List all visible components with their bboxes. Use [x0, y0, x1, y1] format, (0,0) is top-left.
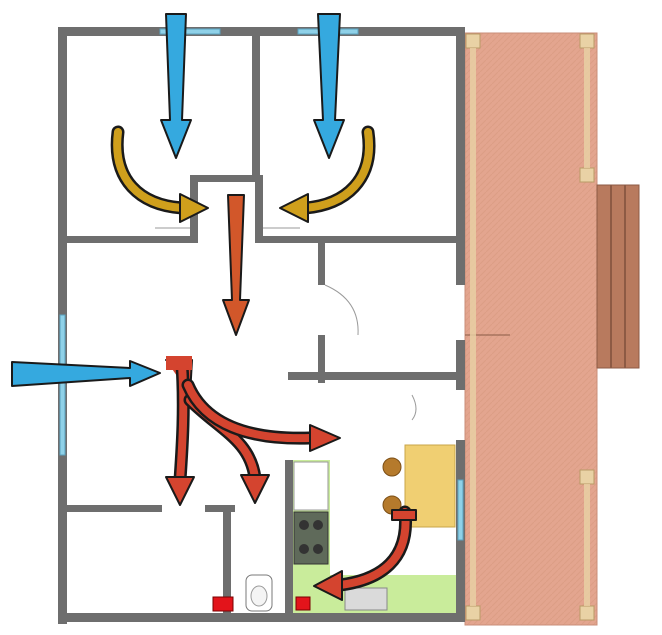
- hall-air-arrow: [222, 194, 250, 336]
- terrace-rail: [470, 48, 476, 606]
- extract-air-arrows: [165, 356, 417, 601]
- outer-wall-right-top: [456, 27, 465, 285]
- windows: [59, 28, 464, 541]
- outer-wall-right-mid: [456, 340, 465, 390]
- stove-burner: [299, 544, 309, 554]
- outer-wall-top: [58, 27, 465, 36]
- wall-storage-lower: [318, 335, 325, 383]
- exhaust-vent-bathroom: [212, 596, 234, 612]
- stove-burner: [299, 520, 309, 530]
- window-kitchen: [457, 479, 464, 541]
- terrace-post: [465, 33, 481, 49]
- stove: [293, 511, 329, 565]
- counter-top: [293, 461, 329, 511]
- overflow-air-arrow: [113, 128, 186, 212]
- stove-burner: [313, 520, 323, 530]
- overflow-air-arrow: [301, 128, 373, 212]
- wall-bath-top-left: [67, 505, 162, 512]
- wall-bath-top-right: [205, 505, 235, 512]
- terrace-post: [465, 605, 481, 621]
- wall-door-lintel: [190, 175, 263, 182]
- fresh-air-arrow: [11, 360, 161, 387]
- wall-bedroom-right-bottom: [260, 236, 456, 243]
- kitchen-counters: [293, 461, 388, 611]
- extract-air-arrow: [184, 381, 314, 443]
- extract-air-arrow: [336, 508, 410, 589]
- wall-kitchen-left: [285, 460, 293, 613]
- wall-door-frame-right: [255, 175, 263, 243]
- toilet-bowl: [250, 585, 268, 607]
- extract-air-arrow: [176, 361, 188, 484]
- exhaust-vent-kitchen: [295, 596, 311, 611]
- door-swing-storage: [324, 284, 359, 336]
- fresh-air-arrow: [313, 13, 345, 159]
- terrace: [464, 32, 598, 626]
- fresh-air-arrow: [160, 13, 192, 159]
- stove-burner: [313, 544, 323, 554]
- wall-bedroom-left-bottom: [67, 236, 195, 243]
- terrace-stairs: [596, 184, 640, 369]
- wall-storage-left: [318, 243, 325, 285]
- terrace-post: [579, 469, 595, 485]
- terrace-posts: [465, 33, 595, 621]
- terrace-rail: [584, 48, 590, 168]
- wall-bedroom-divider: [252, 36, 260, 180]
- window-living-room: [59, 314, 66, 456]
- exhaust-vents: [212, 596, 311, 612]
- fresh-air-arrows: [11, 13, 345, 387]
- dining-chair: [382, 457, 402, 477]
- bathroom-fixtures: [245, 574, 273, 612]
- window-bedroom-left: [159, 28, 221, 35]
- terrace-post: [579, 605, 595, 621]
- doors: [155, 227, 417, 421]
- sink: [344, 587, 388, 611]
- terrace-rail: [584, 484, 590, 606]
- terrace-post: [579, 33, 595, 49]
- wall-bath-divider: [223, 505, 231, 613]
- terrace-post: [579, 167, 595, 183]
- outer-wall-bottom: [58, 613, 465, 622]
- door-swing-kitchen: [411, 394, 417, 421]
- overflow-air-arrows: [110, 125, 376, 223]
- wall-storage-bottom: [288, 372, 456, 380]
